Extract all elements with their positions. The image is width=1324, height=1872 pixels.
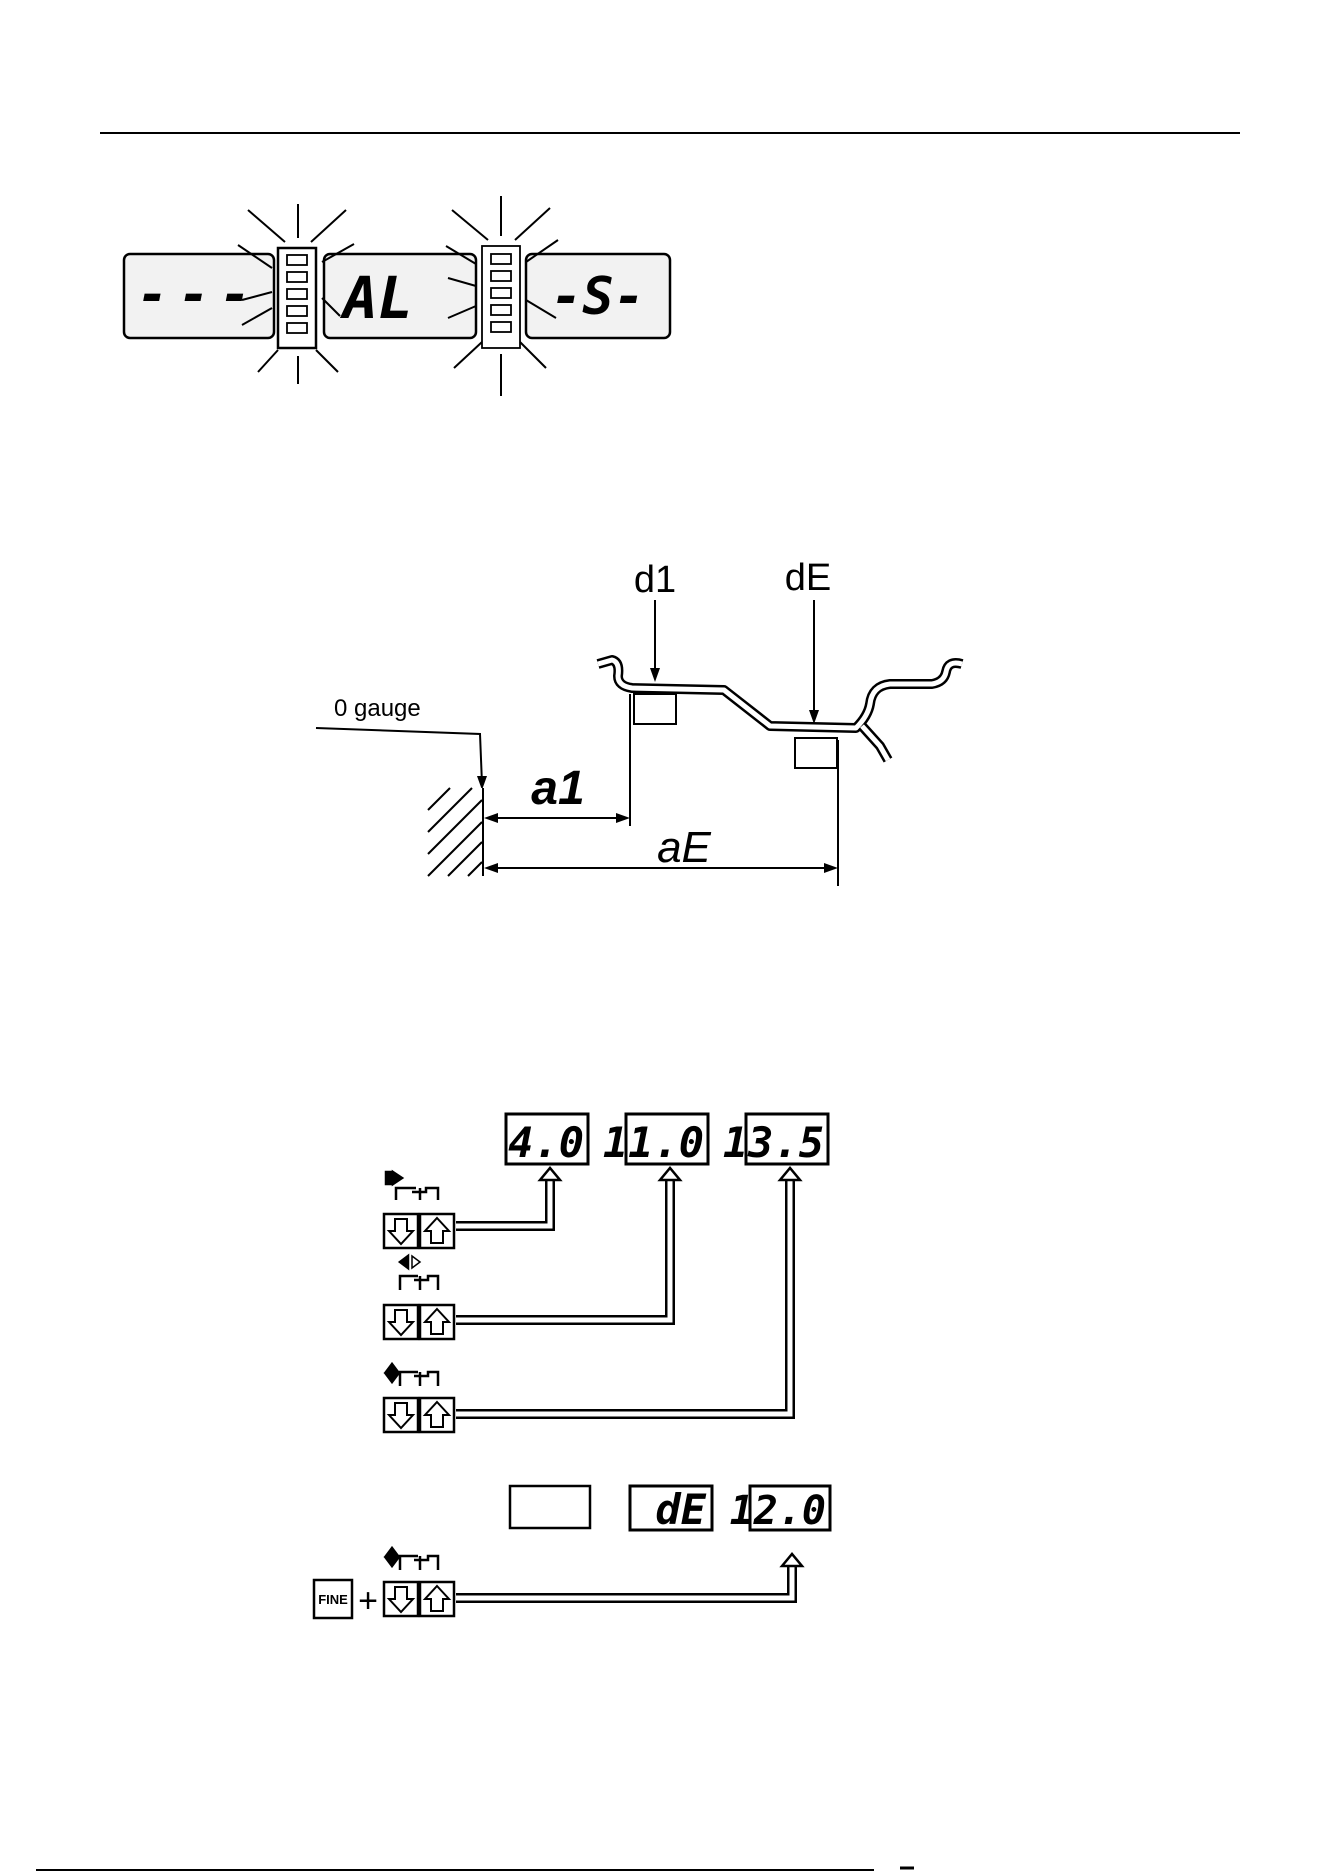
rim-diagram: d1 dE 0 gauge	[316, 557, 962, 886]
fine-key[interactable]: FINE	[314, 1580, 352, 1618]
label-d1: d1	[634, 559, 676, 601]
settings-panel: 4.0 11.0 13.5	[384, 1114, 828, 1432]
arrow-key-pair-diameter[interactable]	[384, 1398, 454, 1432]
gauge-wall	[426, 788, 482, 876]
label-dE: dE	[785, 557, 831, 599]
plus-sign: +	[358, 1582, 378, 1620]
label-zero-gauge: 0 gauge	[334, 695, 421, 722]
setting-display-1-value: 4.0	[508, 1118, 584, 1167]
fine-display-1	[510, 1486, 590, 1528]
arrow-key-pair-width[interactable]	[384, 1305, 454, 1339]
top-display-panel: --- AL -S-	[124, 196, 670, 396]
label-a1: a1	[531, 762, 584, 815]
diameter-key-icon	[386, 1364, 438, 1386]
fine-display-3-value: 12.0	[730, 1488, 826, 1534]
fine-key-label: FINE	[318, 1592, 348, 1607]
display-center-value: AL	[339, 264, 413, 332]
connector-1	[456, 1172, 550, 1226]
display-right-value: -S-	[551, 267, 645, 327]
distance-key-icon	[386, 1172, 438, 1200]
arrow-key-pair-distance[interactable]	[384, 1214, 454, 1248]
connector-2	[456, 1172, 670, 1320]
arrow-key-pair-fine[interactable]	[384, 1582, 454, 1616]
label-aE: aE	[657, 823, 711, 872]
fine-adjust-panel: dE 12.0 FINE +	[314, 1485, 830, 1620]
display-left-value: ---	[137, 265, 261, 325]
width-key-icon	[400, 1256, 438, 1290]
fine-display-2-value: dE	[655, 1485, 706, 1534]
weight-outer	[795, 738, 837, 768]
connector-3	[456, 1172, 790, 1414]
weight-inner	[634, 694, 676, 724]
diameter-key-icon	[386, 1548, 438, 1570]
setting-display-3-value: 13.5	[723, 1118, 824, 1167]
led-column-left	[278, 248, 316, 348]
setting-display-2-value: 11.0	[603, 1118, 704, 1167]
led-column-right	[482, 246, 520, 348]
connector-fine	[456, 1558, 792, 1598]
